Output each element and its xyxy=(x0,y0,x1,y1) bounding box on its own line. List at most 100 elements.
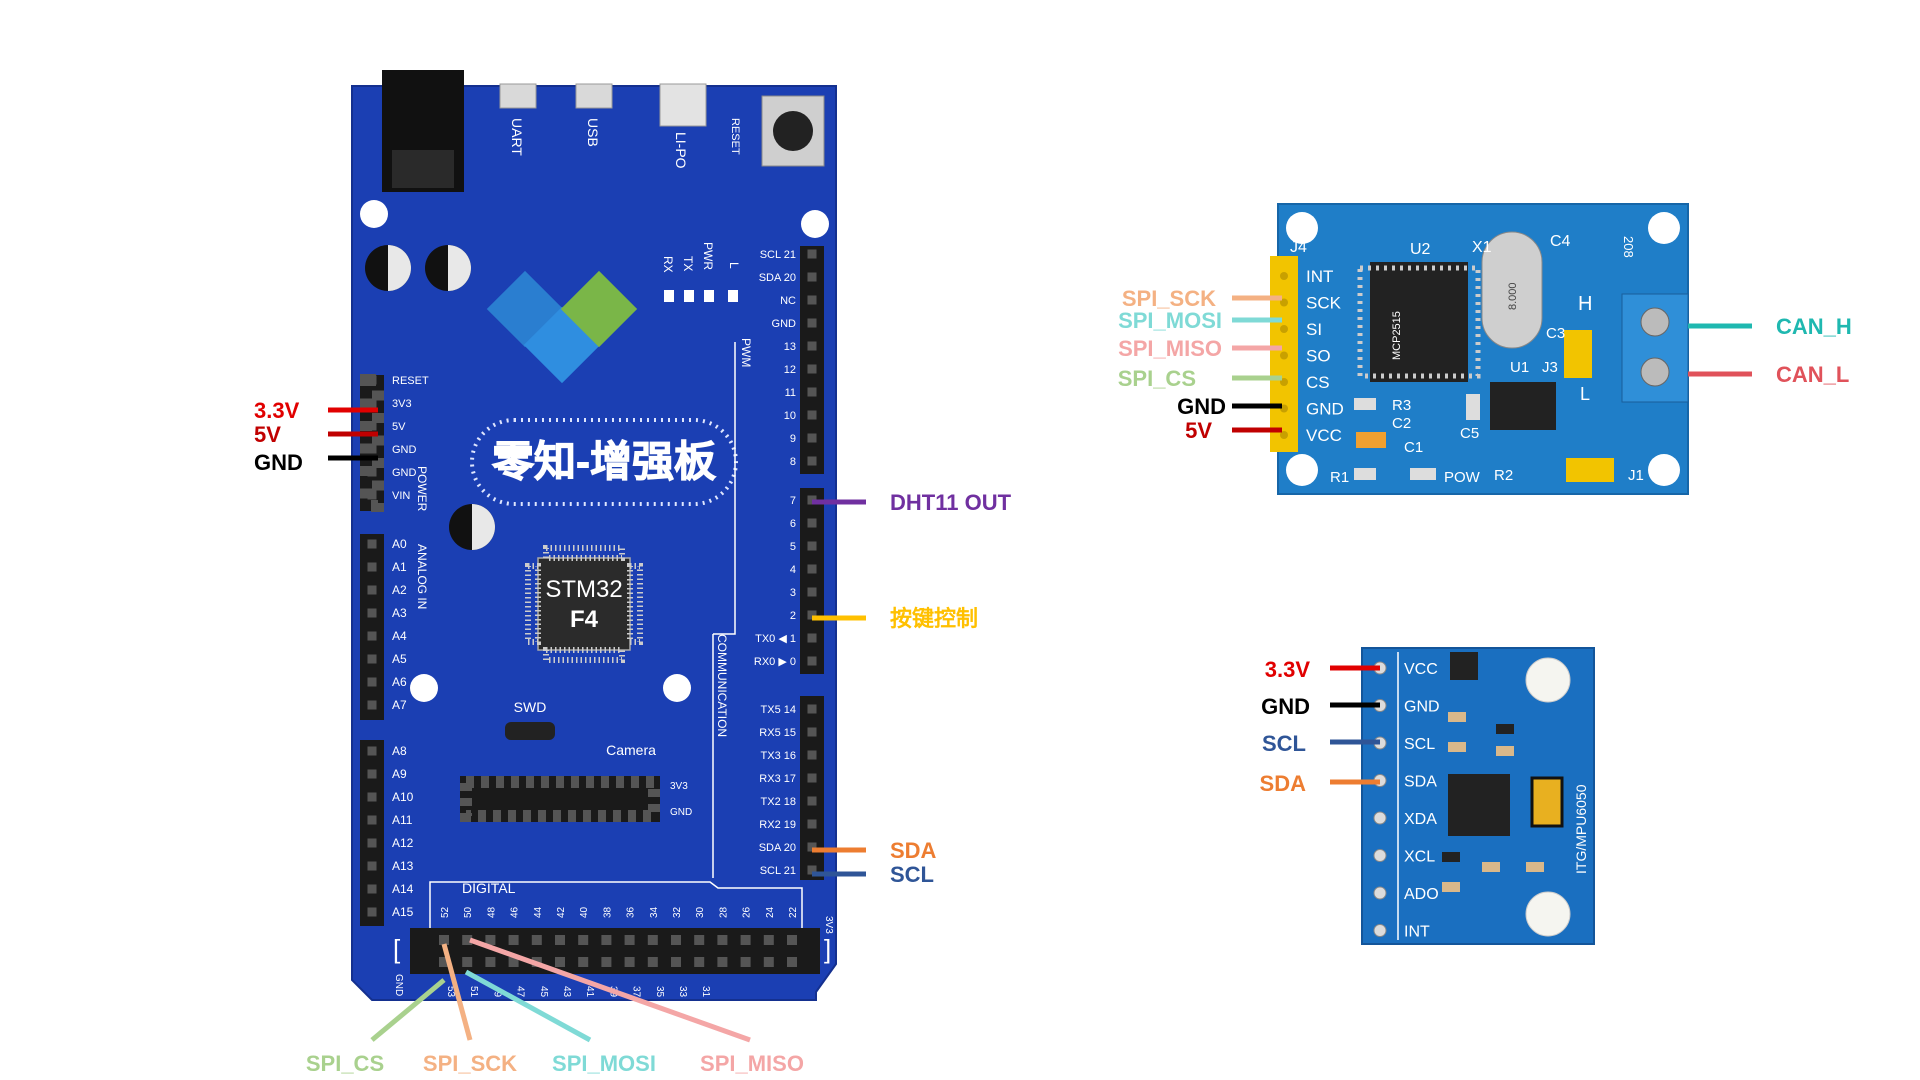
can-pin-label: INT xyxy=(1306,267,1333,286)
header-pin xyxy=(367,746,377,756)
u1-chip xyxy=(1490,382,1556,430)
header-pin xyxy=(1373,849,1387,862)
header-pin xyxy=(807,410,817,420)
can-c3: C3 xyxy=(1546,325,1565,342)
digital-pin-label: 26 xyxy=(742,906,753,918)
header-pin xyxy=(647,957,658,967)
header-pin xyxy=(763,935,774,945)
pin-label: A3 xyxy=(392,606,407,620)
pin-label: 8 xyxy=(790,456,796,468)
header-pin xyxy=(807,656,817,666)
can-label-spi-mosi: SPI_MOSI xyxy=(1118,308,1222,333)
digital-pin-label: 33 xyxy=(677,986,688,998)
header-pin xyxy=(787,935,797,945)
camera-gnd-label: GND xyxy=(670,807,692,818)
label-key-control: 按键控制 xyxy=(890,606,978,631)
can-r2: R2 xyxy=(1494,467,1513,484)
header-pin xyxy=(807,456,817,466)
power-title: POWER xyxy=(415,466,429,512)
mpu-smd-parts xyxy=(1442,712,1544,892)
pin-label: RESET xyxy=(392,375,429,387)
reset-button-cap xyxy=(773,111,813,151)
mpu-pin-label: SCL xyxy=(1404,736,1435,753)
can-label-spi-sck: SPI_SCK xyxy=(1122,286,1216,311)
header-pin xyxy=(367,585,377,595)
pin-label: A12 xyxy=(392,836,414,850)
led-rx-label: RX xyxy=(661,256,675,273)
header-pin xyxy=(807,865,817,875)
can-jumper-j3 xyxy=(1564,330,1592,378)
header-pin xyxy=(807,819,817,829)
pin-label: 6 xyxy=(790,518,796,530)
header-pin xyxy=(807,796,817,806)
pin-label: 3V3 xyxy=(392,398,412,410)
board-logo-icon xyxy=(486,270,638,384)
pin-label: 13 xyxy=(784,341,796,353)
pin-label: RX2 19 xyxy=(759,819,796,831)
mcu-chip xyxy=(525,545,643,663)
mpu-name: ITG/MPU6050 xyxy=(1573,784,1589,874)
digital-double-header xyxy=(410,928,820,974)
pin-label: A11 xyxy=(392,813,413,827)
header-pin xyxy=(485,957,496,967)
pin-label: A1 xyxy=(392,560,407,574)
header-pin xyxy=(807,633,817,643)
pin-label: NC xyxy=(780,295,796,307)
mpu-wires xyxy=(1330,665,1380,785)
can-pin-label: CS xyxy=(1306,373,1330,392)
can-r1: R1 xyxy=(1330,469,1349,486)
header-pin xyxy=(807,272,817,282)
header-pin xyxy=(807,773,817,783)
header-pin xyxy=(578,957,589,967)
pin-label: 9 xyxy=(790,433,796,445)
mpu-label-scl: SCL xyxy=(1262,731,1306,756)
header-pin xyxy=(807,564,817,574)
header-pin xyxy=(367,539,377,549)
pin-label: SDA 20 xyxy=(759,842,796,854)
header-pin xyxy=(807,842,817,852)
header-bracket-right: ] xyxy=(824,934,831,964)
label-scl: SCL xyxy=(890,862,934,887)
digital-pin-label: 32 xyxy=(672,906,683,918)
label-dht11-out: DHT11 OUT xyxy=(890,490,1012,515)
mpu-pin-label: XCL xyxy=(1404,849,1435,866)
pin-label: A15 xyxy=(392,905,414,919)
mpu6050-chip xyxy=(1448,774,1510,836)
pin-label: 11 xyxy=(785,387,796,399)
pin-label: 3 xyxy=(790,587,796,599)
uart-label: UART xyxy=(509,118,525,156)
analog-header-2 xyxy=(360,740,384,926)
can-c4: C4 xyxy=(1550,233,1571,250)
analog-header-1 xyxy=(360,534,384,720)
pin-label: A13 xyxy=(392,859,414,873)
pin-label: TX2 18 xyxy=(761,796,796,808)
pin-label: A4 xyxy=(392,629,407,643)
can-pow: POW xyxy=(1444,469,1481,486)
digital-bottom-labels: 535149474543413937353331 xyxy=(439,957,797,998)
header-pin xyxy=(439,957,449,967)
mpu-pin-label: VCC xyxy=(1404,661,1438,678)
lipo-label: LI-PO xyxy=(673,132,689,169)
header-pin xyxy=(555,935,565,945)
can-r3: R3 xyxy=(1392,397,1411,414)
header-pin xyxy=(462,957,473,967)
header-pin xyxy=(807,295,817,305)
pin-label: 4 xyxy=(790,564,796,576)
header-pin xyxy=(1280,272,1288,280)
pin-label: TX5 14 xyxy=(761,704,796,716)
header-pin xyxy=(694,935,705,945)
digital-pin-label: 45 xyxy=(538,986,549,998)
header-pin xyxy=(807,610,817,620)
board-title: 零知-增强板 xyxy=(492,438,716,485)
pwm-title: PWM xyxy=(739,338,753,367)
digital-pin-label: 50 xyxy=(463,906,474,918)
header-pin xyxy=(807,433,817,443)
header-pin xyxy=(1373,811,1387,825)
header-pin xyxy=(740,957,751,967)
header-pin xyxy=(807,727,817,737)
analog-title: ANALOG IN xyxy=(415,544,429,609)
mpu-pin-label: INT xyxy=(1404,924,1430,941)
mounting-hole xyxy=(410,674,438,702)
